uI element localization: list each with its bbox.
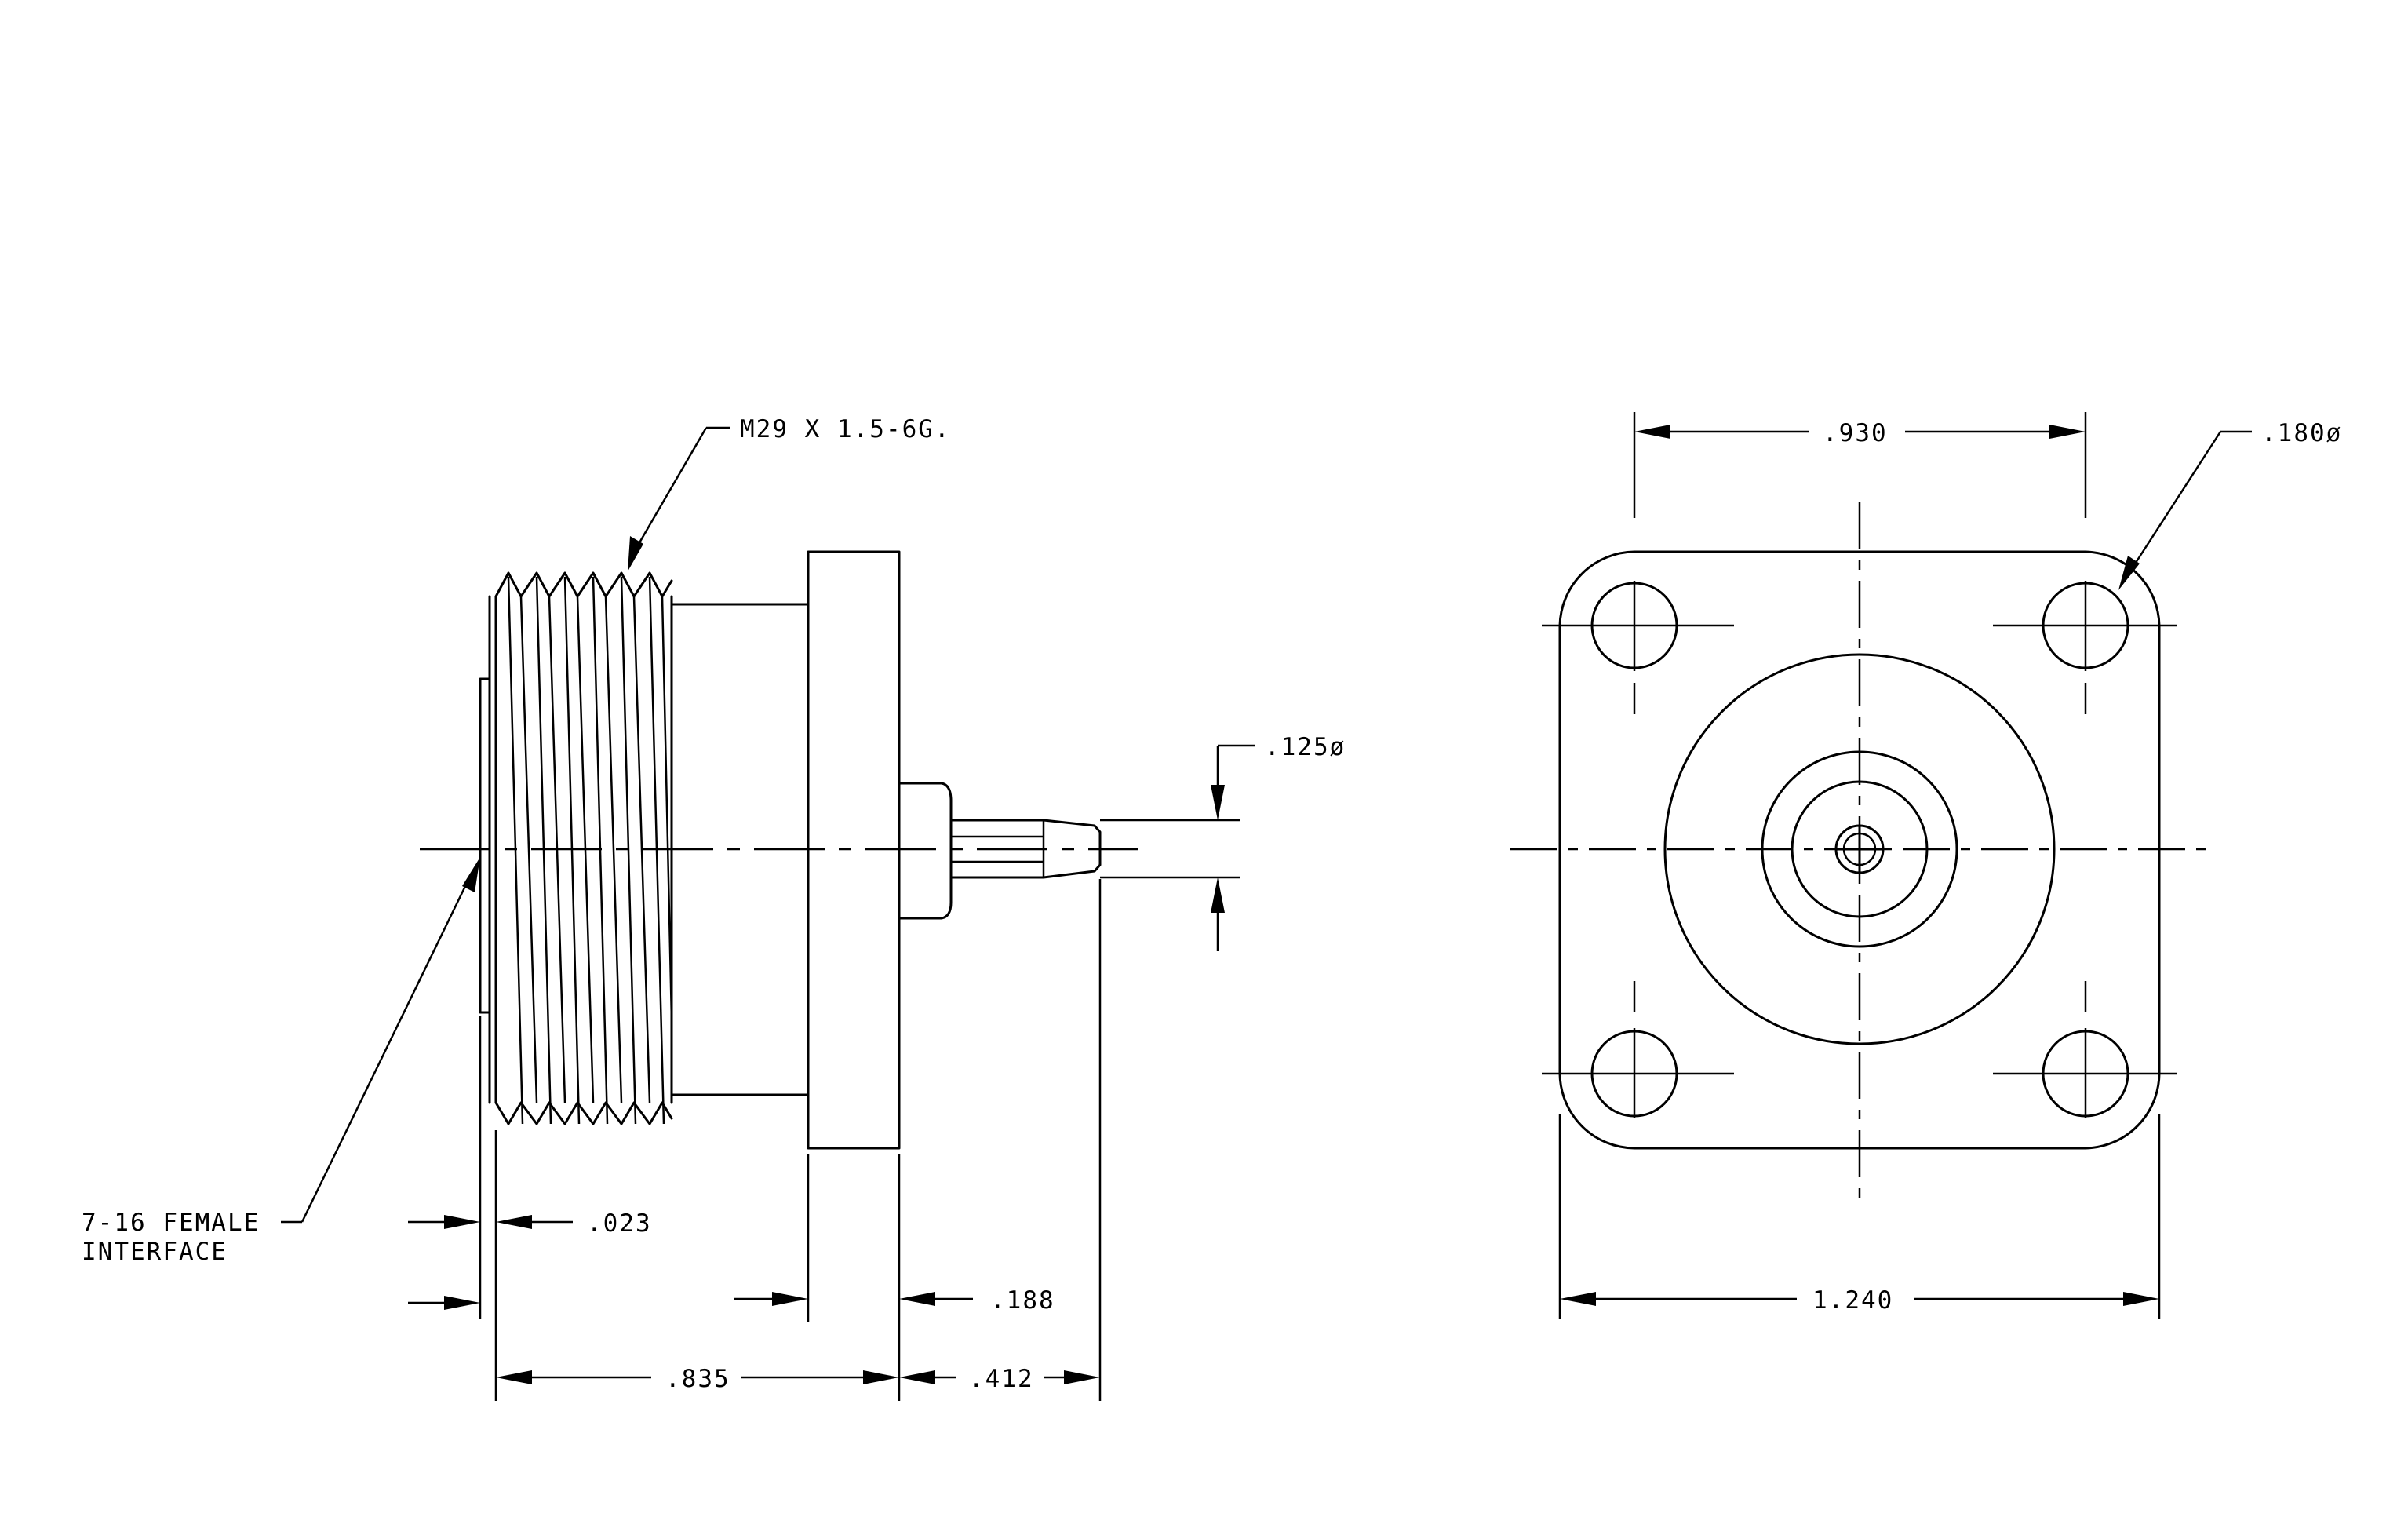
dim-body-length: .835 bbox=[496, 1365, 899, 1393]
side-view bbox=[420, 550, 1138, 1150]
interface-face bbox=[479, 677, 491, 1014]
thread-offset-label: .023 bbox=[587, 1209, 652, 1238]
hole-spacing-label: .930 bbox=[1823, 419, 1888, 447]
body-length-label: .835 bbox=[665, 1365, 730, 1393]
thread-callout-label: M29 X 1.5-6G. bbox=[740, 415, 951, 443]
thread-crest-bottom bbox=[494, 1101, 673, 1125]
front-view bbox=[1510, 502, 2209, 1201]
dim-hole-spacing: .930 bbox=[1633, 412, 2087, 518]
callout-thread: M29 X 1.5-6G. bbox=[628, 415, 951, 571]
pin-length-label: .412 bbox=[969, 1365, 1034, 1393]
hole-diameter-label: .180ø bbox=[2261, 419, 2342, 447]
interface-callout-line2: INTERFACE bbox=[82, 1238, 228, 1266]
rear-insulator bbox=[898, 782, 953, 920]
flange-width-label: 1.240 bbox=[1812, 1286, 1893, 1315]
outer-body-circle bbox=[1663, 653, 2056, 1045]
dim-flange-width: 1.240 bbox=[1558, 1114, 2161, 1319]
pin-diameter-label: .125ø bbox=[1265, 733, 1346, 761]
flange-thickness-label: .188 bbox=[990, 1286, 1055, 1315]
dim-pin-length: .412 bbox=[899, 879, 1102, 1401]
dim-hole-diameter: .180ø bbox=[2118, 419, 2342, 590]
connector-body bbox=[670, 603, 810, 1096]
thread-crest-top bbox=[494, 571, 673, 598]
interface-callout-line1: 7-16 FEMALE bbox=[82, 1209, 260, 1237]
dim-thread-offset: .023 bbox=[408, 1016, 652, 1401]
thread-helix bbox=[507, 576, 673, 1125]
dim-flange-thickness: .188 bbox=[734, 1154, 1055, 1401]
hole-centerlines bbox=[1542, 581, 2177, 1118]
dim-pin-diameter: .125ø bbox=[1100, 733, 1346, 951]
callout-interface: 7-16 FEMALE INTERFACE bbox=[82, 857, 480, 1266]
